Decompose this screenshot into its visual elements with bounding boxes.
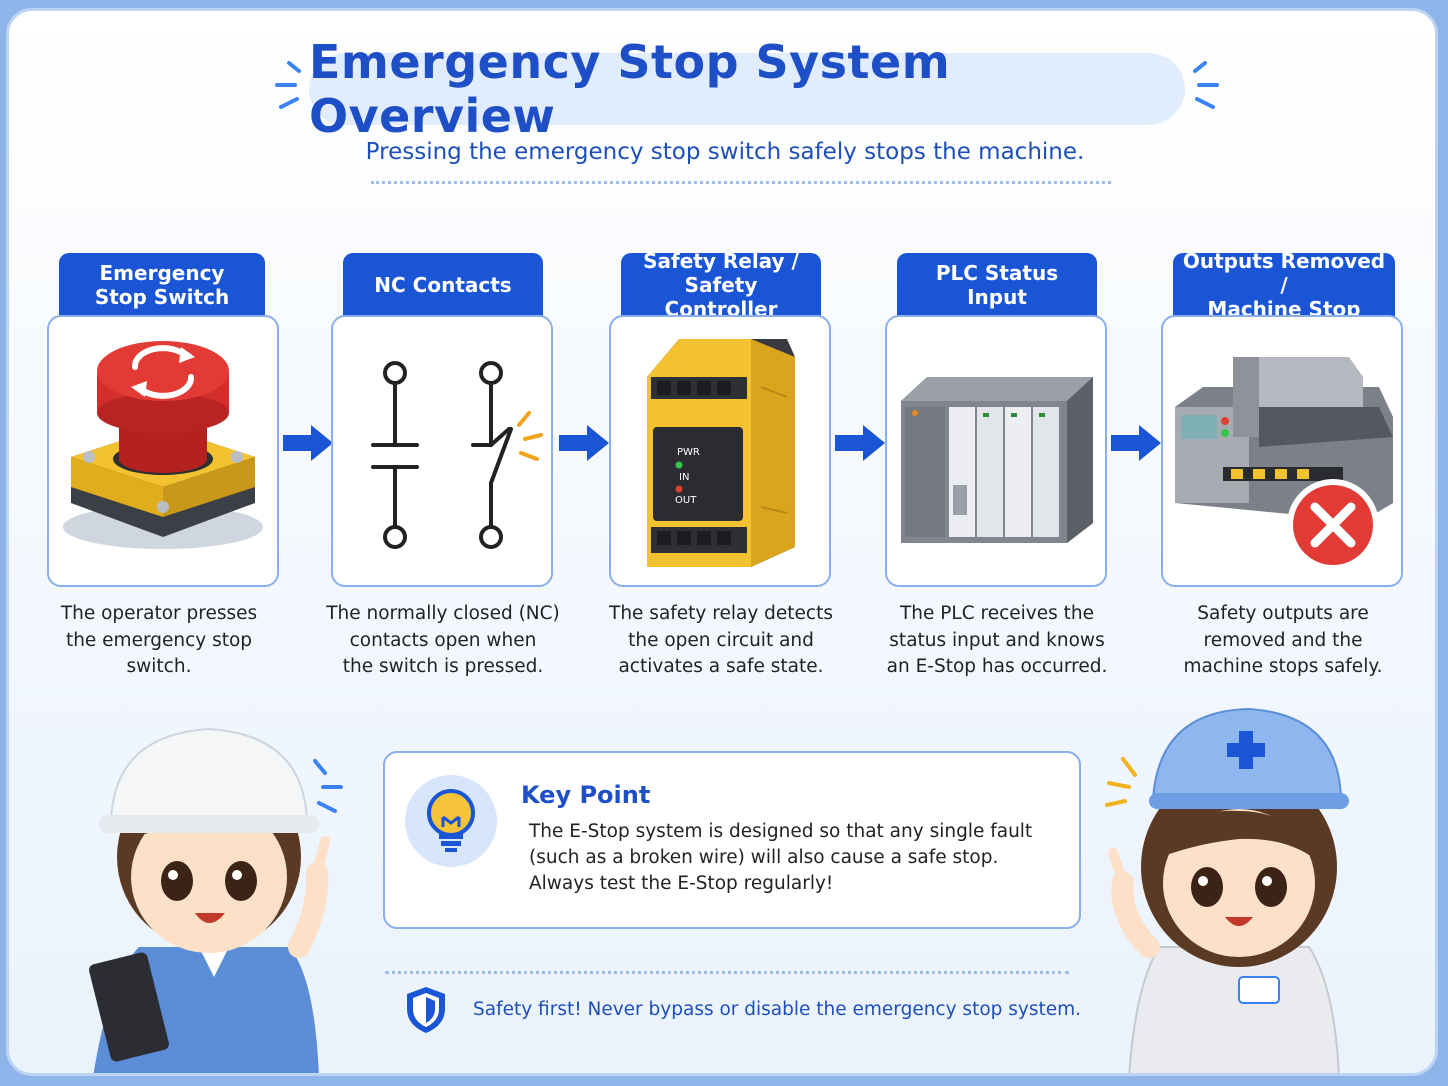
step-5-card <box>1161 315 1403 587</box>
page-subtitle: Pressing the emergency stop switch safel… <box>365 139 1085 165</box>
machine-stopped-icon <box>1175 357 1393 571</box>
arrow-right-icon <box>835 425 885 461</box>
lightbulb-icon <box>405 775 497 867</box>
key-point-title: Key Point <box>521 781 651 809</box>
step-3-card: PWR IN OUT <box>609 315 831 587</box>
relay-label-in: IN <box>679 472 689 483</box>
relay-label-out: OUT <box>675 495 697 506</box>
step-2-card <box>331 315 553 587</box>
footer-safety-message: Safety first! Never bypass or disable th… <box>473 999 1082 1020</box>
infographic-frame: Emergency Stop System Overview Pressing … <box>6 8 1438 1076</box>
title-banner: Emergency Stop System Overview <box>309 35 1185 143</box>
step-1-card <box>47 315 279 587</box>
key-point-text: The E-Stop system is designed so that an… <box>529 821 1033 894</box>
arrow-right-icon <box>283 425 333 461</box>
step-5-label: Outputs Removed / Machine Stop <box>1173 249 1395 321</box>
plc-icon <box>901 377 1093 543</box>
subtitle-divider <box>371 181 1111 184</box>
step-5-description: Safety outputs are removed and the machi… <box>1183 603 1383 677</box>
step-2-description: The normally closed (NC) contacts open w… <box>326 603 560 677</box>
worker-woman-icon <box>1105 707 1349 1073</box>
key-point-panel <box>383 751 1081 929</box>
step-1-description: The operator presses the emergency stop … <box>60 603 258 677</box>
step-4-label: PLC Status Input <box>897 253 1097 317</box>
step-2-label: NC Contacts <box>343 253 543 317</box>
shield-icon <box>407 987 445 1033</box>
step-3-label: Safety Relay / Safety Controller <box>621 249 821 321</box>
sparkle-right-icon <box>1193 61 1219 109</box>
step-3-description: The safety relay detects the open circui… <box>609 603 833 677</box>
emergency-stop-button-icon <box>63 341 263 549</box>
footer-divider <box>385 971 1069 974</box>
arrow-right-icon <box>559 425 609 461</box>
worker-man-icon <box>89 727 343 1073</box>
safety-relay-icon: PWR IN OUT <box>647 339 795 567</box>
step-4-description: The PLC receives the status input and kn… <box>886 603 1108 677</box>
nc-contacts-icon <box>371 361 543 549</box>
page-title: Emergency Stop System Overview <box>309 35 951 143</box>
step-4-card <box>885 315 1107 587</box>
relay-label-pwr: PWR <box>677 447 700 458</box>
sparkle-left-icon <box>275 61 301 109</box>
arrow-right-icon <box>1111 425 1161 461</box>
step-1-label: Emergency Stop Switch <box>59 253 265 317</box>
